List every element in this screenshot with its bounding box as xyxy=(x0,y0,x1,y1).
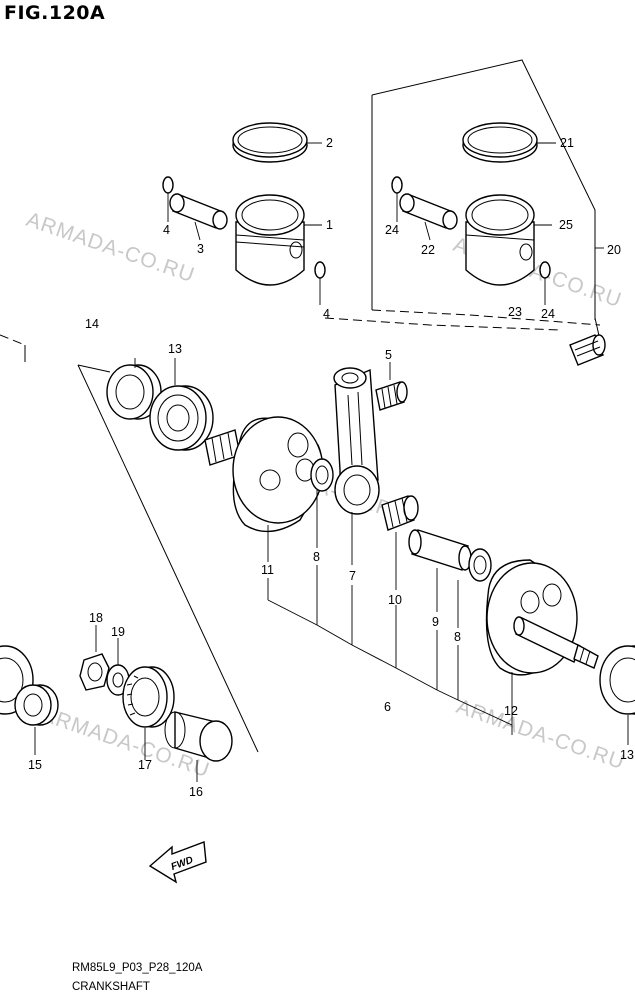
callout-24: 24 xyxy=(385,223,399,237)
callout-16: 16 xyxy=(189,785,203,799)
callout-13a: 13 xyxy=(168,342,182,356)
circlip-left-b xyxy=(314,261,326,279)
leader-lines xyxy=(34,142,629,782)
callout-3: 3 xyxy=(197,242,204,256)
crank-half-left xyxy=(204,416,324,533)
callout-2: 2 xyxy=(326,136,333,150)
ball-bearing-left xyxy=(149,385,214,451)
piston-left xyxy=(235,194,305,286)
callout-numbers: 1 2 3 4 4 5 6 7 8 8 9 10 11 12 13 13 14 … xyxy=(28,136,634,799)
callout-11: 11 xyxy=(261,563,274,577)
piston-ring-left xyxy=(232,122,308,163)
ball-bearing-right xyxy=(599,645,635,715)
piston-ring-right xyxy=(462,122,538,163)
figure-name: CRANKSHAFT xyxy=(72,981,150,993)
callout-22: 22 xyxy=(421,243,435,257)
piston-kit-outline xyxy=(324,59,601,341)
callout-23: 23 xyxy=(508,305,522,319)
callout-4: 4 xyxy=(163,223,170,237)
connecting-rod xyxy=(333,367,380,515)
circlip-left-a xyxy=(162,176,174,194)
callout-17: 17 xyxy=(138,758,152,772)
watermark-text: ARMADA-CO.RU xyxy=(23,208,197,287)
callout-10: 10 xyxy=(388,593,402,607)
callout-15: 15 xyxy=(28,758,42,772)
fwd-arrow-icon: FWD xyxy=(148,841,207,884)
needle-bearing-small-end xyxy=(375,381,408,411)
needle-bearing-big-end xyxy=(381,495,419,531)
piston-pin-left xyxy=(169,193,228,230)
callout-13b: 13 xyxy=(620,748,634,762)
callout-20: 20 xyxy=(607,243,621,257)
callout-19: 19 xyxy=(111,625,125,639)
callout-5: 5 xyxy=(385,348,392,362)
callout-1: 1 xyxy=(326,218,333,232)
callout-6: 6 xyxy=(384,700,391,714)
watermarks: ARMADA-CO.RU ARMADA-CO.RU ARMADA-CO.RU A… xyxy=(23,208,627,782)
piston-pin-right xyxy=(399,193,458,230)
watermark-text: ARMADA-CO.RU xyxy=(453,695,627,774)
circlip-right-a xyxy=(391,176,403,194)
piston-right xyxy=(465,194,535,286)
figure-code: RM85L9_P03_P28_120A xyxy=(72,962,203,974)
callout-12: 12 xyxy=(504,704,518,718)
thrust-washer-left xyxy=(310,458,334,492)
callout-7: 7 xyxy=(349,569,356,583)
thrust-washer-right xyxy=(468,548,492,582)
callout-18: 18 xyxy=(89,611,103,625)
oil-seal-left xyxy=(106,364,162,420)
crank-half-right xyxy=(485,559,599,676)
callout-8b: 8 xyxy=(454,630,461,644)
circlip-right-b xyxy=(539,261,551,279)
nut-18 xyxy=(79,653,110,691)
callout-9: 9 xyxy=(432,615,439,629)
crank-pin xyxy=(408,529,472,571)
assembly-outline xyxy=(0,334,259,753)
needle-bearing-small-kit xyxy=(569,334,606,366)
callout-21: 21 xyxy=(560,136,574,150)
callout-24b: 24 xyxy=(541,307,555,321)
callout-4b: 4 xyxy=(323,307,330,321)
callout-14: 14 xyxy=(85,317,99,331)
callout-8a: 8 xyxy=(313,550,320,564)
spacer-16 xyxy=(164,711,233,762)
bearing-15 xyxy=(14,684,59,726)
figure-title: FIG.120A xyxy=(4,2,106,24)
callout-25: 25 xyxy=(559,218,573,232)
gear-17 xyxy=(122,666,175,728)
